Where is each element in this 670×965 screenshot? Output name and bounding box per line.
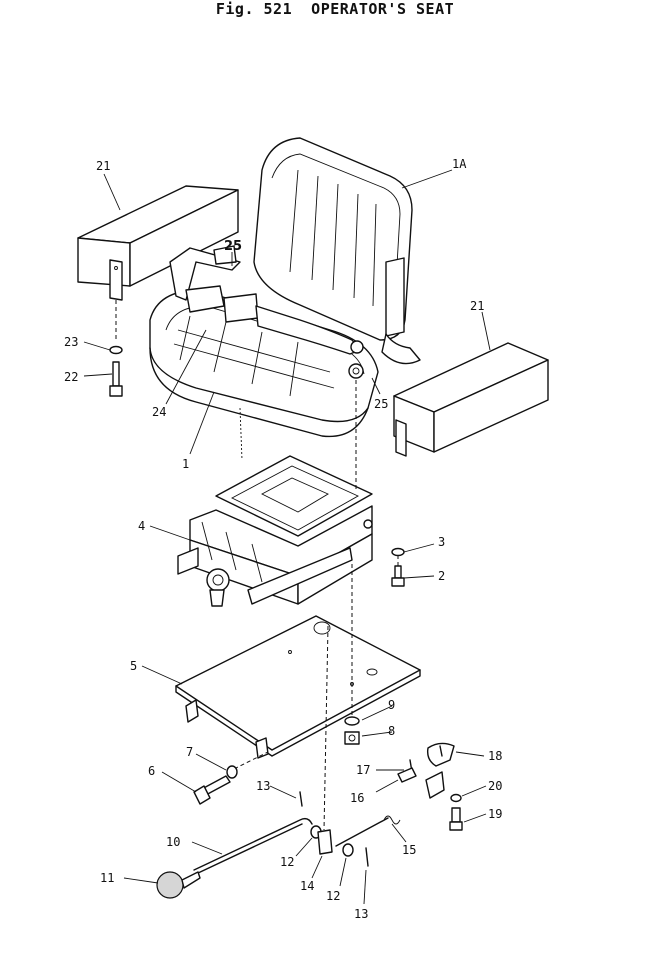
callout-13-lower: 13 <box>354 907 368 921</box>
callout-16: 16 <box>350 791 364 805</box>
callout-4: 4 <box>138 519 145 533</box>
callout-21-right: 21 <box>470 299 484 313</box>
figure-caption: OPERATOR'S SEAT <box>311 0 455 18</box>
callout-8: 8 <box>388 724 395 738</box>
callout-13-upper: 13 <box>256 779 270 793</box>
callout-25-bottom: 25 <box>374 397 388 411</box>
callout-10: 10 <box>166 835 180 849</box>
callout-24: 24 <box>152 405 166 419</box>
callout-17: 17 <box>356 763 370 777</box>
callout-15: 15 <box>402 843 416 857</box>
callout-5: 5 <box>130 659 137 673</box>
callout-21-left: 21 <box>96 159 110 173</box>
callout-12-left: 12 <box>280 855 294 869</box>
leader-lines <box>83 169 491 905</box>
callout-19: 19 <box>488 807 502 821</box>
callout-12-right: 12 <box>326 889 340 903</box>
base-plate <box>175 615 421 759</box>
figure-title: Fig. 521 OPERATOR'S SEAT <box>0 0 670 18</box>
right-armrest <box>393 342 549 457</box>
callout-1A: 1A <box>452 157 467 171</box>
callout-23: 23 <box>64 335 78 349</box>
callout-2: 2 <box>438 569 445 583</box>
callout-3: 3 <box>438 535 445 549</box>
callout-22: 22 <box>64 370 78 384</box>
hardware <box>109 345 463 867</box>
callout-11: 11 <box>100 871 114 885</box>
callout-labels: 1A 21 21 25 25 23 22 24 1 4 3 2 5 9 8 7 … <box>64 157 502 921</box>
figure-number: Fig. 521 <box>215 0 293 18</box>
seat-back <box>253 137 421 365</box>
callout-7: 7 <box>186 745 193 759</box>
seat-belt <box>169 245 364 379</box>
callout-25-top: 25 <box>224 239 242 254</box>
callout-6: 6 <box>148 764 155 778</box>
adjust-lever <box>156 817 389 899</box>
seat-suspension <box>177 455 373 607</box>
callout-1: 1 <box>182 457 189 471</box>
left-armrest <box>77 185 239 301</box>
callout-18: 18 <box>488 749 502 763</box>
callout-14: 14 <box>300 879 314 893</box>
callout-9: 9 <box>388 698 395 712</box>
callout-20: 20 <box>488 779 502 793</box>
